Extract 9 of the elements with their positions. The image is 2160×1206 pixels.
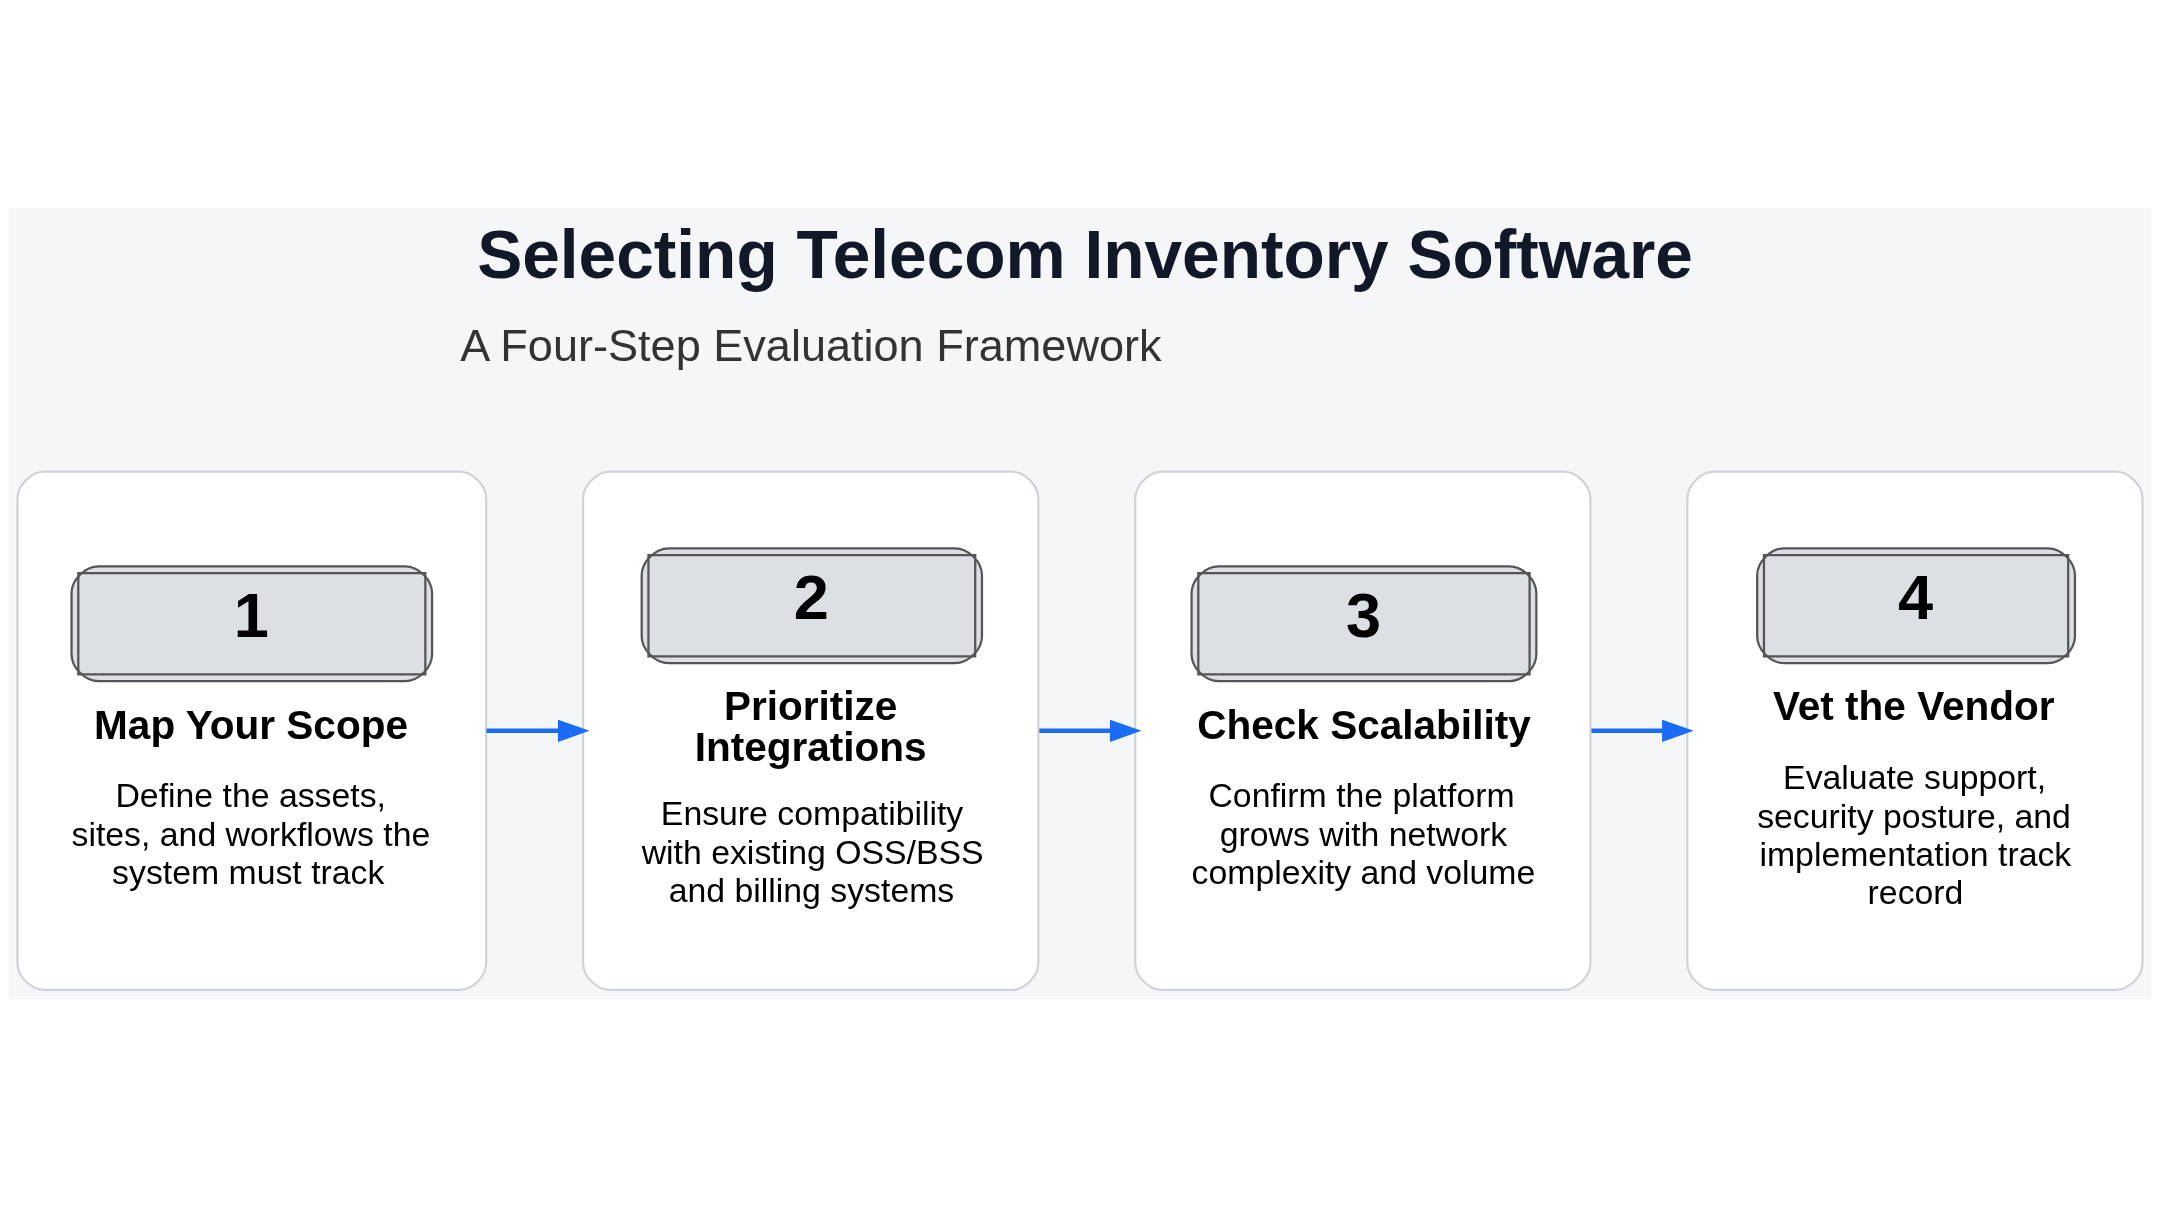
arrow	[1591, 719, 1694, 742]
node-box: 1 Map Your Scope Define the assets, sites, and workflows the system must track	[16, 470, 488, 991]
arrow	[486, 719, 590, 742]
label: A Four-Step Evaluation Framework	[460, 319, 1162, 371]
node-box: 3 Check Scalability Confirm the platform grows with network complexity and volume	[1134, 470, 1592, 991]
node-box: 2 Prioritize Integrations Ensure compatibility with existing OSS/BSS and billing systems	[581, 470, 1040, 991]
node-box: 4 Vet the Vendor Evaluate support, security posture, and implementation track record	[1686, 470, 2144, 991]
arrow	[1039, 719, 1142, 742]
diagram-title: Selecting Telecom Inventory Software	[477, 216, 1693, 292]
